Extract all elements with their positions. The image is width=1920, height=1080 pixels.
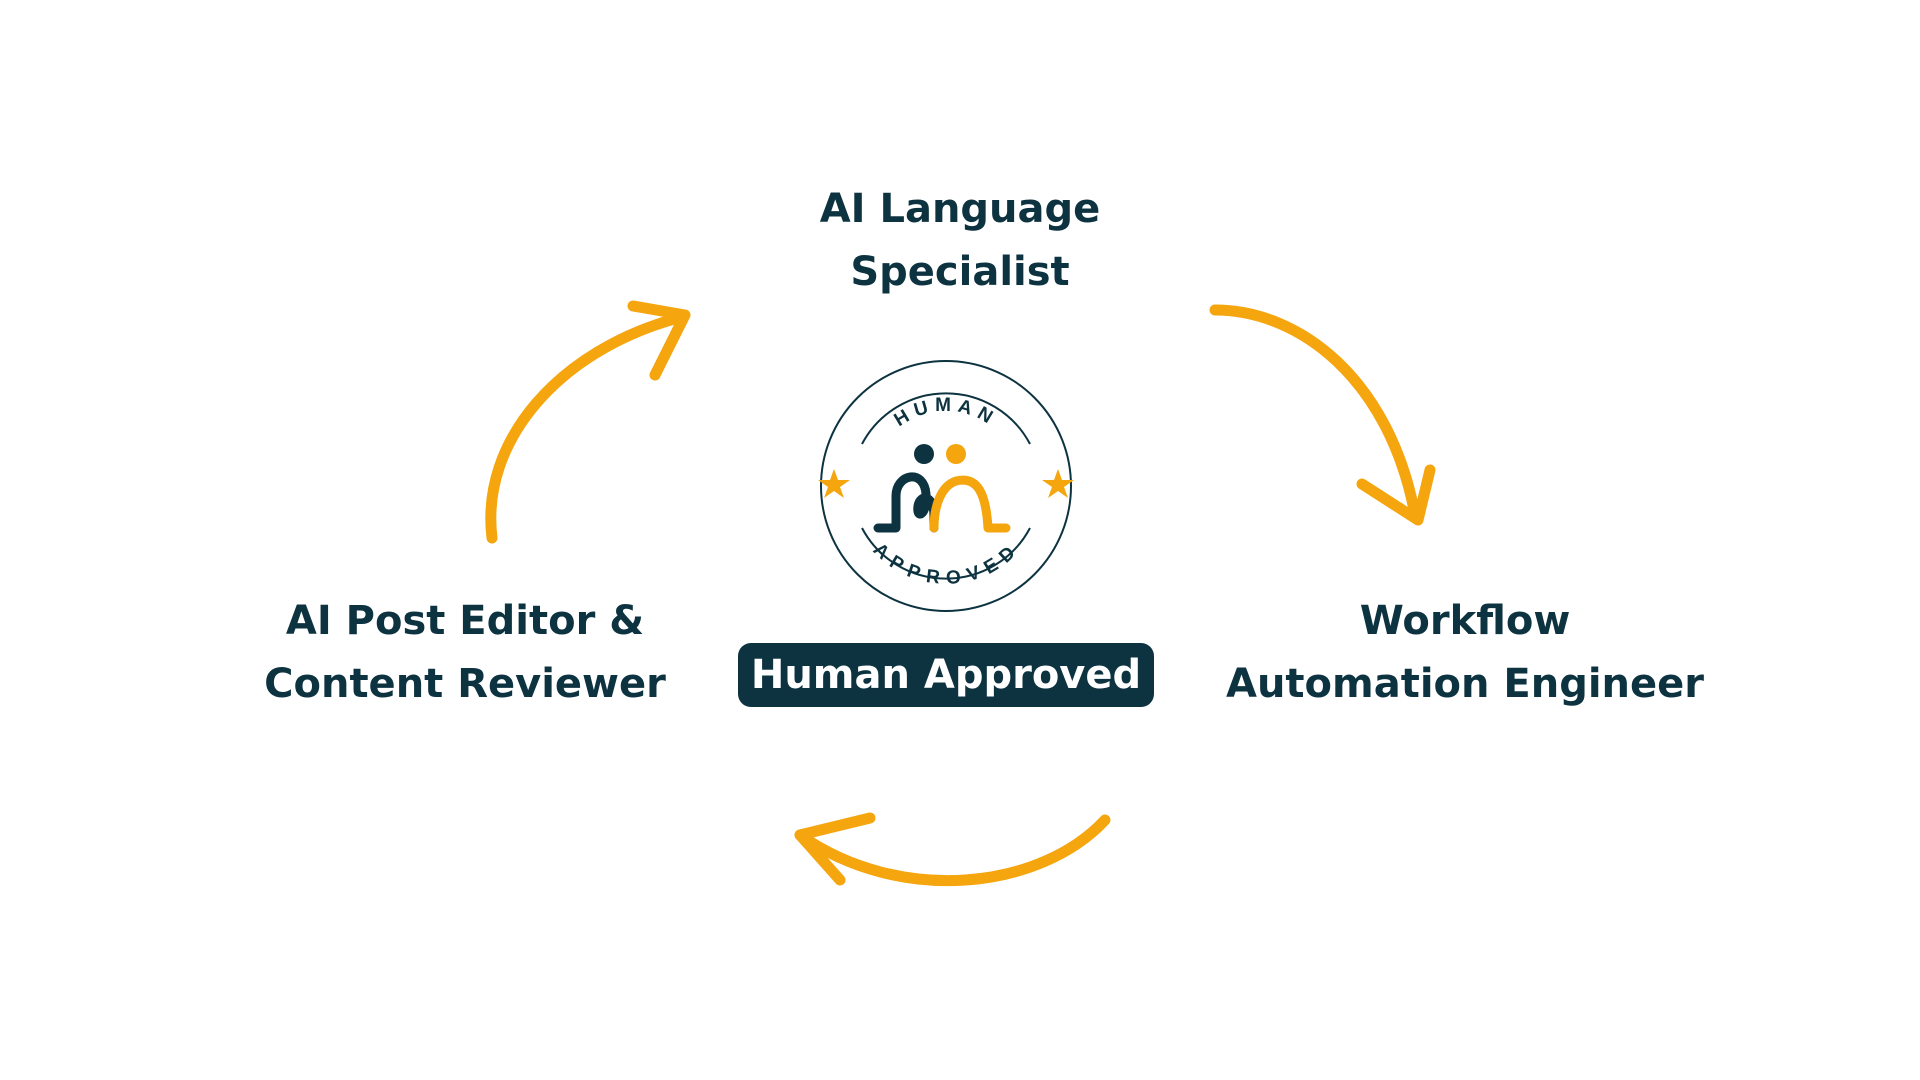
role-right-line2: Automation Engineer (1225, 661, 1705, 707)
role-ai-language-specialist: AI Language Specialist (760, 178, 1160, 304)
badge-arc-bottom-text: APPROVED (869, 539, 1023, 589)
role-right-line1: Workflow (1359, 598, 1571, 644)
curved-arrow-icon-top-right (1209, 304, 1436, 526)
human-figures-icon (873, 444, 1011, 533)
role-top-line1: AI Language (819, 186, 1101, 232)
human-approved-badge: HUMAN APPROVED (818, 360, 1074, 612)
badge-outer-ring (820, 360, 1072, 612)
badge-inner-arc-top (861, 392, 1031, 445)
human-approved-label: Human Approved (738, 643, 1154, 707)
badge-inner-arc-bottom (861, 527, 1031, 580)
role-ai-post-editor: AI Post Editor & Content Reviewer (205, 590, 725, 716)
curved-arrow-icon-left (485, 300, 691, 544)
star-icon-right (1042, 469, 1074, 498)
role-top-line2: Specialist (850, 249, 1070, 295)
role-left-line1: AI Post Editor & (285, 598, 645, 644)
star-icon-left (818, 469, 850, 498)
role-left-line2: Content Reviewer (264, 661, 666, 707)
curved-arrow-icon-bottom (794, 812, 1111, 886)
role-workflow-automation-engineer: Workflow Automation Engineer (1195, 590, 1735, 716)
badge-arc-top-text: HUMAN (891, 395, 1002, 431)
